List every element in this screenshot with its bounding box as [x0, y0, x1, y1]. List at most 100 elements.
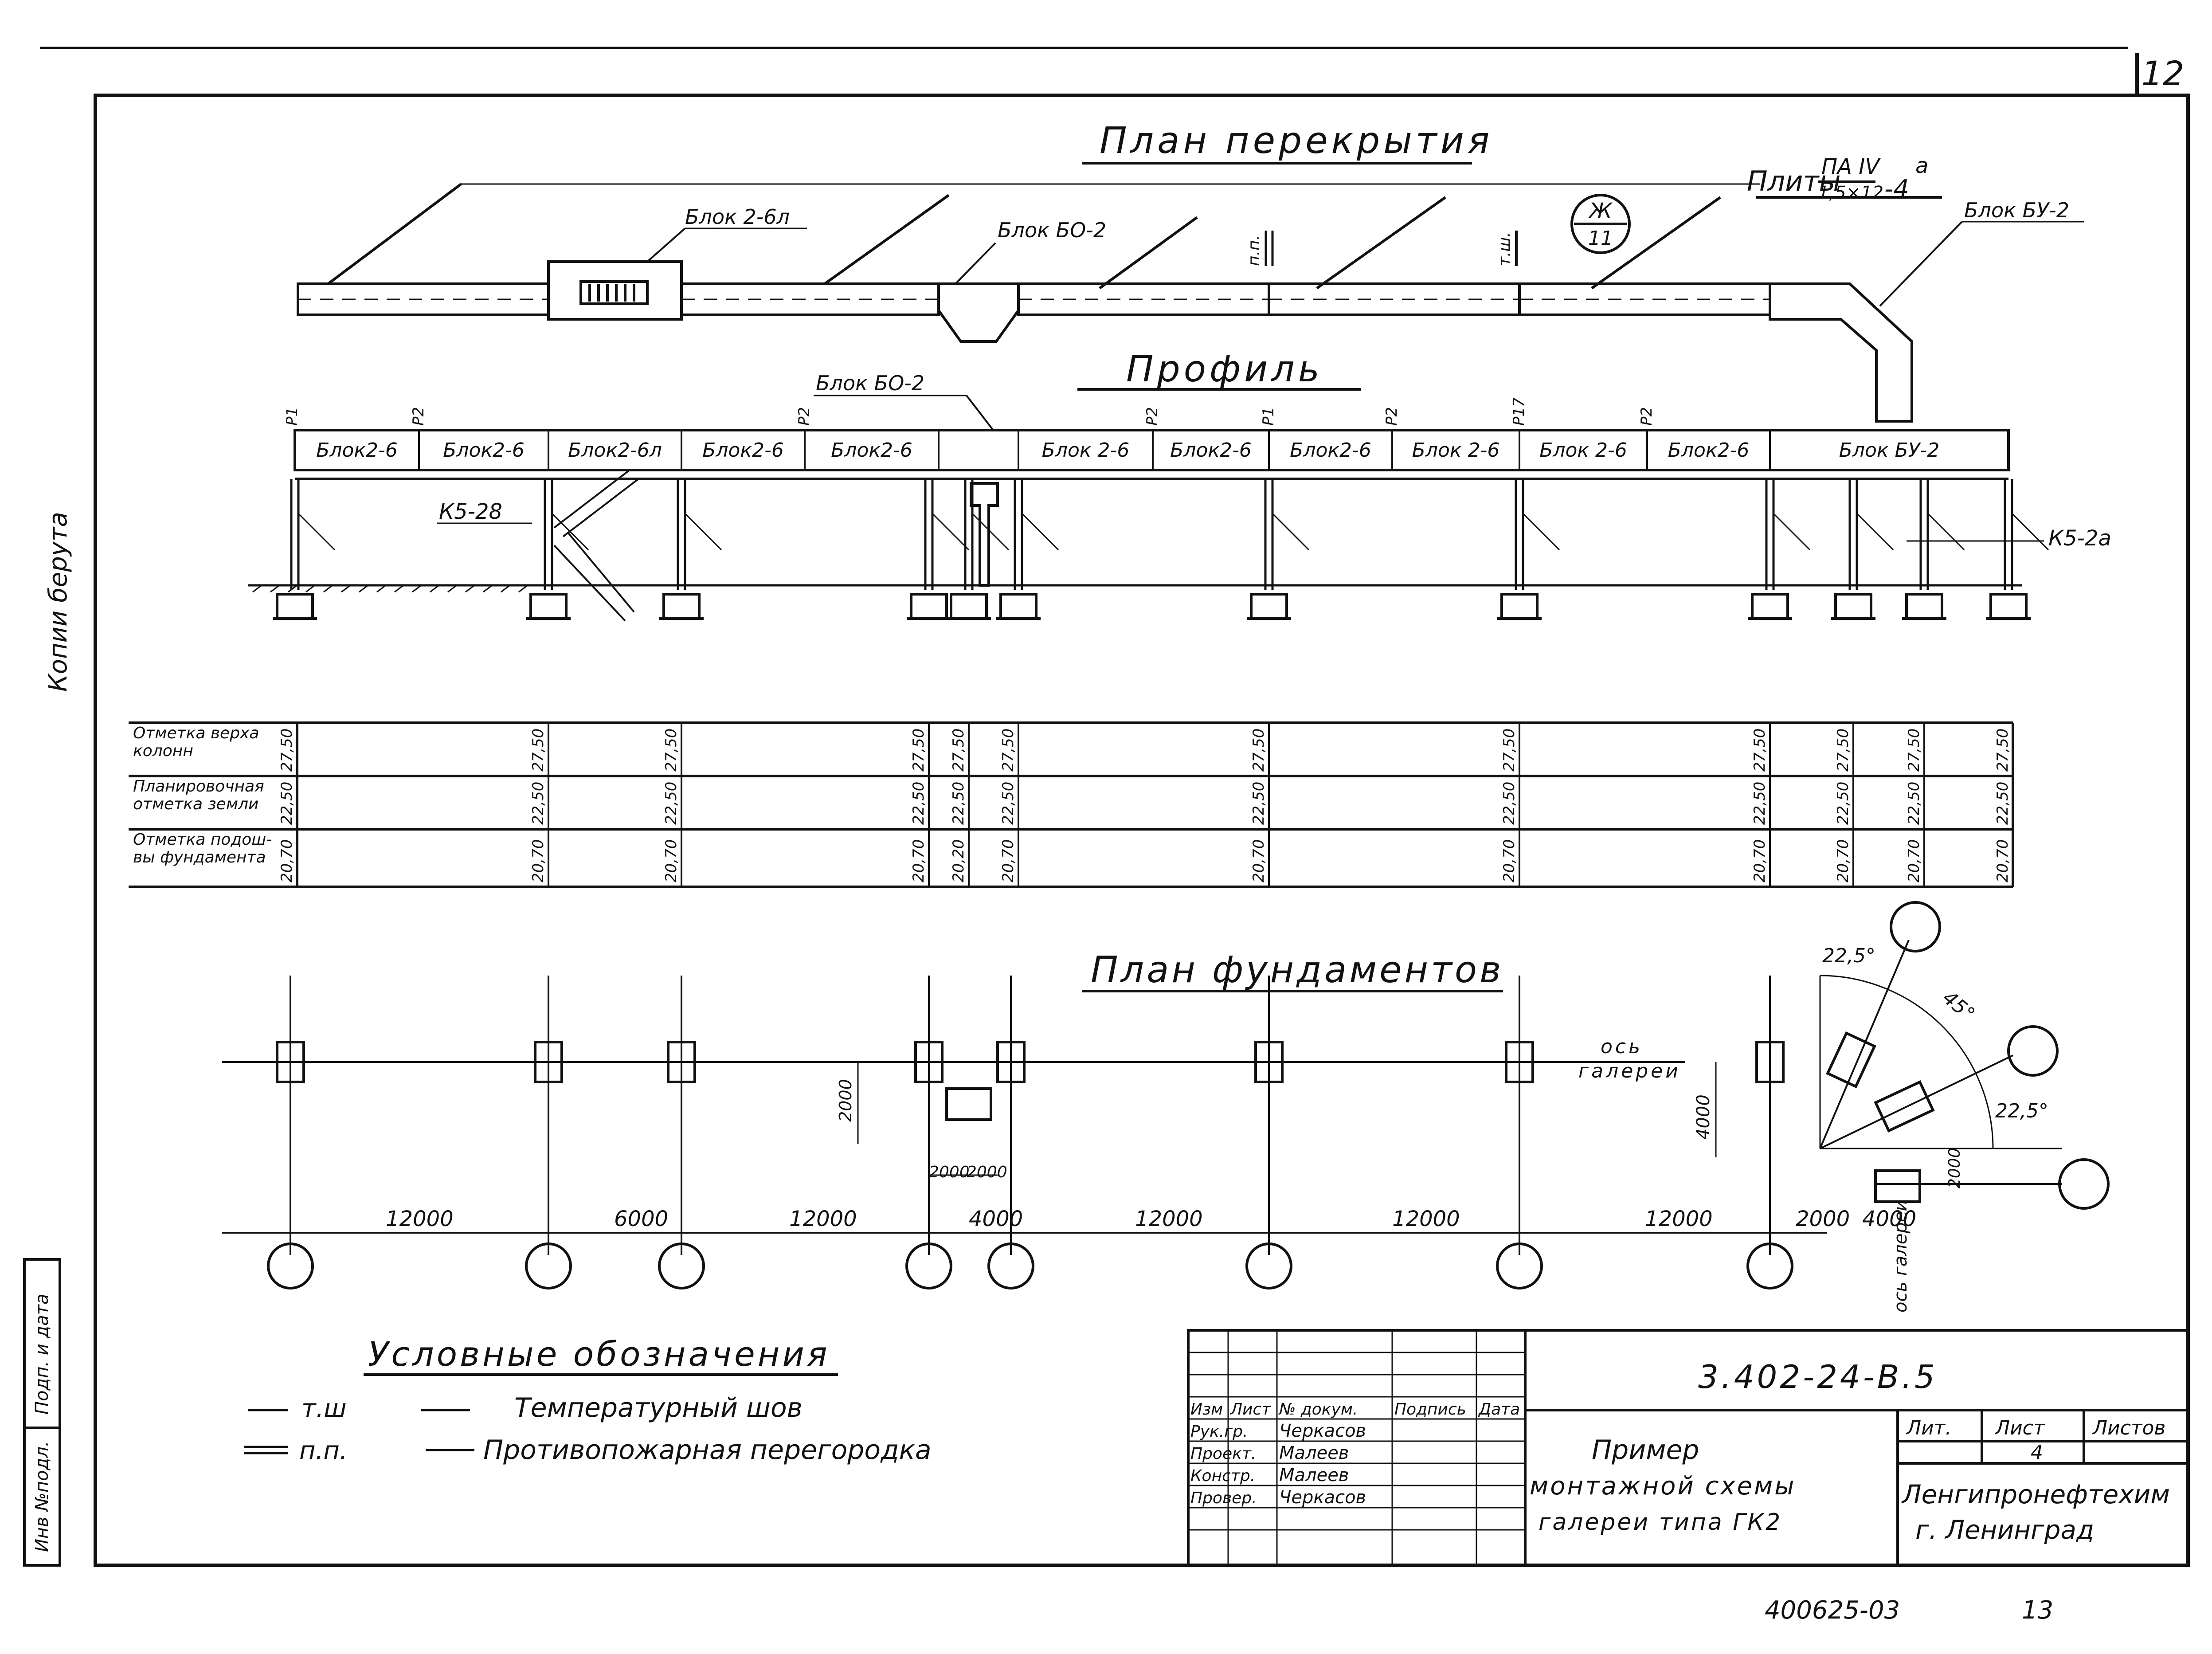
foundation-plan: План фундаментов 22,5° 45° 22,5° ось гал… [222, 901, 2110, 1313]
tb-role-1: Проект. [1190, 1445, 1256, 1463]
foundation-dim-4: 12000 [1135, 1207, 1203, 1231]
tb-role-0: Рук.гр. [1190, 1423, 1248, 1441]
table-row-label-1: Планировочная [133, 777, 264, 796]
axis-bubble [905, 1242, 952, 1289]
lit-label: Лит. [1906, 1417, 1951, 1439]
legend-symbol-1: т.ш [301, 1394, 347, 1423]
table-ground-10: 22,50 [1905, 782, 1923, 825]
table-base-7: 20,70 [1500, 839, 1518, 882]
foundation-dim-7: 2000 [1796, 1207, 1850, 1231]
axis-bubble [525, 1242, 572, 1289]
legend-text-1: Температурный шов [514, 1392, 803, 1423]
axis-bubble [1746, 1242, 1793, 1289]
tb-header-0: Изм [1190, 1400, 1223, 1419]
foundation-pad [996, 1041, 1026, 1083]
table-ground-9: 22,50 [1834, 782, 1852, 825]
side-cell-sign: Подп. и дата [32, 1294, 52, 1415]
column-brace [1272, 513, 1310, 551]
dim-4000-side: 4000 [1693, 1094, 1714, 1140]
table-top-9: 27,50 [1834, 729, 1852, 772]
table-base-1: 20,70 [529, 839, 547, 882]
axis-bubble [1245, 1242, 1292, 1289]
foundation-dim-2: 12000 [789, 1207, 857, 1231]
dim-2000-d: 2000 [1946, 1148, 1964, 1188]
side-cells: Инв №подл. Подп. и дата [23, 1258, 61, 1567]
tb-header-1: Лист [1229, 1400, 1271, 1419]
tb-role-2: Констр. [1190, 1467, 1255, 1485]
profile-mark-2: Р2 [795, 407, 813, 426]
profile-block-7: Блок2-6 [1170, 439, 1252, 462]
profile-title: Профиль [1126, 348, 1323, 390]
profile-k5-28-label: К5-28 [439, 499, 502, 524]
foundation-pad-offset [945, 1087, 992, 1121]
column-brace [2012, 513, 2049, 551]
table-top-10: 27,50 [1905, 729, 1923, 772]
footing [1834, 593, 1872, 620]
profile-mark-5: Р2 [1383, 407, 1401, 426]
column-brace [298, 513, 336, 551]
column-brace [1857, 513, 1894, 551]
foundation-dim-1: 6000 [614, 1207, 668, 1231]
table-top-5: 27,50 [999, 729, 1017, 772]
plan-block-2-6l-label: Блок 2-6л [685, 205, 790, 229]
table-top-6: 27,50 [1250, 729, 1268, 772]
foundation-pad [534, 1041, 563, 1083]
table-base-9: 20,70 [1834, 839, 1852, 882]
table-row-label-2: вы фундамента [133, 848, 266, 866]
profile-block-9: Блок 2-6 [1412, 439, 1500, 462]
foundation-pad [667, 1041, 696, 1083]
axis-label-3: ось галереи [1891, 1200, 1911, 1313]
description-line-2: монтажной схемы [1530, 1472, 1796, 1501]
plates-code-bottom: 1,5×12 [1818, 183, 1883, 203]
column-brace [1523, 513, 1560, 551]
footing [910, 593, 948, 620]
dim-2000-c: 2000 [967, 1163, 1007, 1181]
table-ground-6: 22,50 [1250, 782, 1268, 825]
plan-pp-label: п.п. [1245, 235, 1263, 266]
sheet-label: Лист [1994, 1417, 2045, 1439]
profile-mark-3: Р2 [1143, 407, 1161, 426]
footing [529, 593, 568, 620]
tb-header-2: № докум. [1278, 1400, 1358, 1419]
footing [1905, 593, 1943, 620]
foundation-pad [1755, 1041, 1785, 1083]
angle-1-label: 22,5° [1822, 945, 1875, 967]
footing [1250, 593, 1288, 620]
org-line-1: Ленгипронефтехим [1901, 1479, 2170, 1509]
table-row-label-0: Отметка верха [133, 724, 259, 742]
table-ground-7: 22,50 [1500, 782, 1518, 825]
table-top-0: 27,50 [278, 729, 296, 772]
table-top-4: 27,50 [950, 729, 967, 772]
table-base-6: 20,70 [1250, 839, 1268, 882]
table-ground-0: 22,50 [278, 782, 296, 825]
table-top-2: 27,50 [662, 729, 680, 772]
sheets-label: Листов [2092, 1417, 2165, 1439]
foundation-dim-3: 4000 [969, 1207, 1023, 1231]
legend-title: Условные обозначения [368, 1334, 830, 1374]
table-ground-1: 22,50 [529, 782, 547, 825]
org-line-2: г. Ленинград [1915, 1515, 2094, 1545]
axis-label-1: ось [1601, 1035, 1643, 1058]
axis-bubble [658, 1242, 705, 1289]
table-base-8: 20,70 [1751, 839, 1769, 882]
table-base-11: 20,70 [1994, 839, 2012, 882]
footing [1751, 593, 1789, 620]
column-brace [685, 513, 722, 551]
plan-block-bo2-label: Блок БО-2 [998, 218, 1106, 242]
footing [276, 593, 314, 620]
profile-block-12: Блок БУ-2 [1839, 439, 1940, 462]
foundation-dim-8: 4000 [1862, 1207, 1916, 1231]
profile-block-3: Блок2-6 [702, 439, 784, 462]
plan-block-bu2-label: Блок БУ-2 [1964, 198, 2069, 222]
foundation-dim-5: 12000 [1392, 1207, 1460, 1231]
profile-block-0: Блок2-6 [316, 439, 398, 462]
sheet-frame [40, 47, 2190, 1567]
profile-block-2: Блок2-6л [568, 439, 662, 462]
profile-mark-1: Р2 [410, 407, 427, 426]
foundation-pad [276, 1041, 305, 1083]
table-base-3: 20,70 [910, 839, 928, 882]
foundation-dim-6: 12000 [1645, 1207, 1713, 1231]
table-base-5: 20,70 [999, 839, 1017, 882]
profile-block-8: Блок2-6 [1290, 439, 1371, 462]
